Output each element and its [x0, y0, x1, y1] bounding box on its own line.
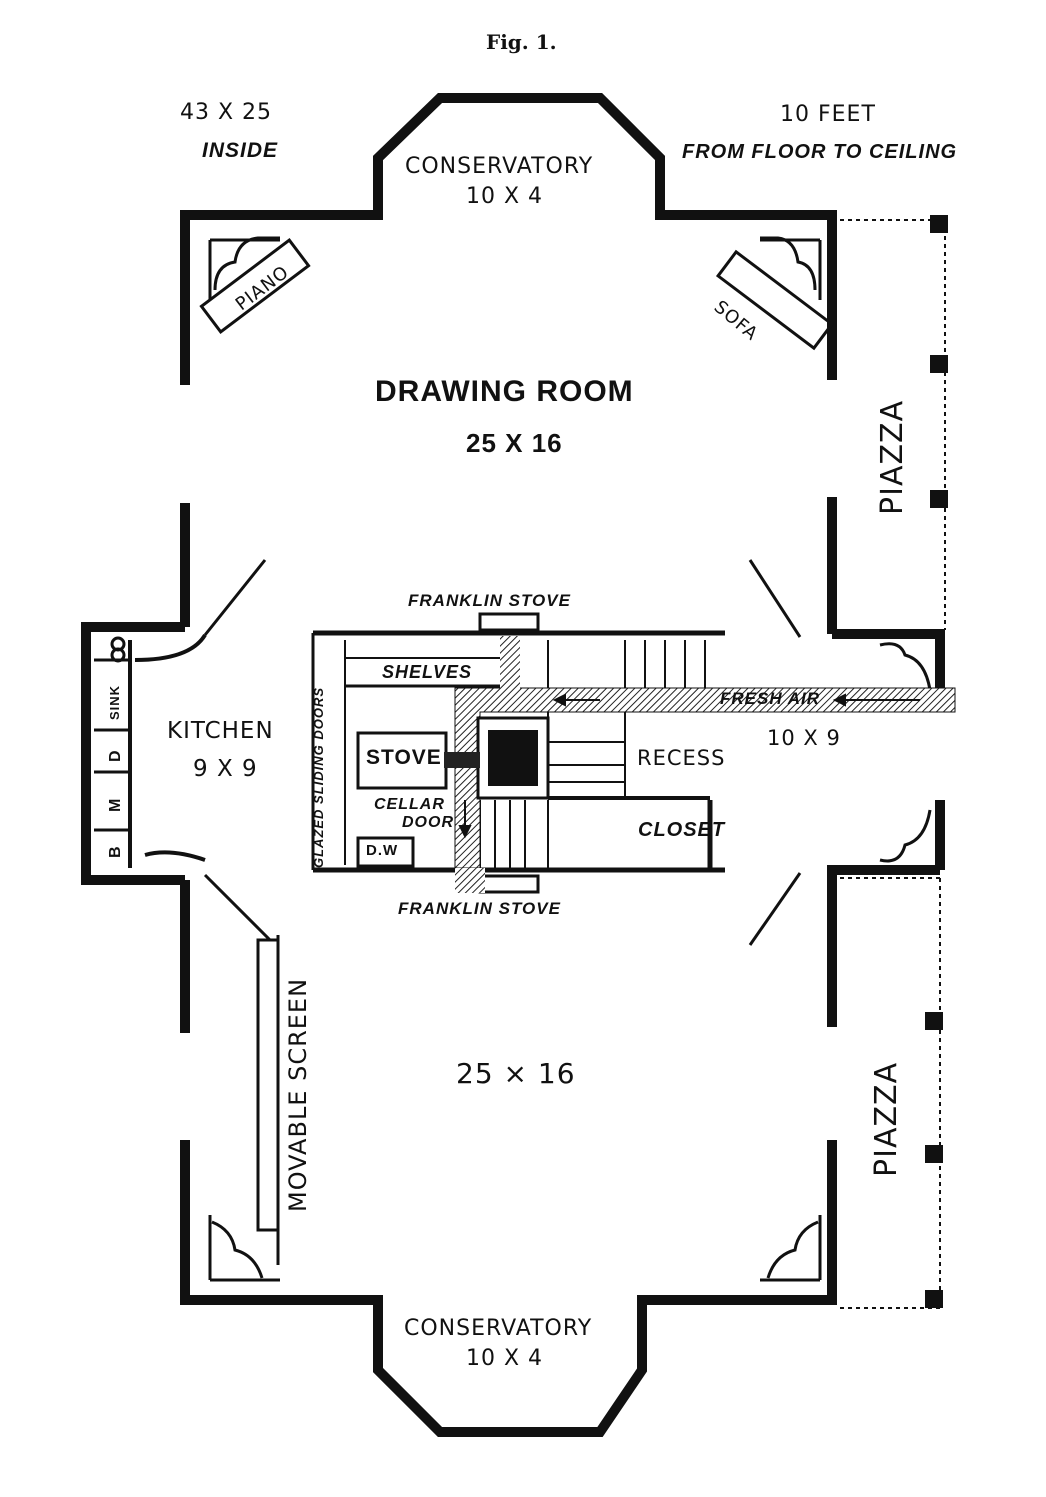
corner-fireplaces [208, 236, 932, 1282]
cellar-label: CELLAR [374, 796, 445, 813]
kitchen-size: 9 X 9 [193, 756, 258, 782]
franklin-stove-top-label: FRANKLIN STOVE [408, 591, 571, 610]
conservatory-bottom-size: 10 X 4 [466, 1346, 544, 1371]
size-note-line2: INSIDE [202, 139, 279, 162]
piano-shape [199, 238, 311, 334]
height-note-line2: FROM FLOOR TO CEILING [682, 141, 958, 163]
b-label: B [107, 845, 124, 858]
movable-screen-label: MOVABLE SCREEN [284, 977, 312, 1212]
drawing-room-name: DRAWING ROOM [375, 375, 634, 408]
kitchen-fixtures [94, 559, 277, 947]
glazed-sliding-doors-label: GLAZED SLIDING DOORS [311, 686, 326, 868]
movable-screen-shape [256, 935, 280, 1265]
lower-room-size: 25 × 16 [456, 1057, 576, 1090]
conservatory-bottom-name: CONSERVATORY [404, 1316, 593, 1341]
dw-label: D.W [366, 842, 399, 859]
shelves-label: SHELVES [382, 662, 473, 682]
fresh-air-duct [454, 636, 956, 893]
height-note-line1: 10 FEET [780, 102, 876, 127]
size-note-line1: 43 X 25 [180, 100, 273, 125]
hall-size: 10 X 9 [767, 726, 841, 750]
recess-label: RECESS [637, 746, 726, 770]
figure-caption: Fig. 1. [486, 30, 557, 54]
sink-label: SINK [107, 684, 122, 720]
stove-label: STOVE [366, 746, 442, 769]
sofa-shape [715, 249, 835, 351]
franklin-stove-bottom-label: FRANKLIN STOVE [398, 899, 561, 918]
closet-label: CLOSET [638, 819, 726, 841]
cellar-door-label: DOOR [402, 814, 454, 831]
dw-shape [356, 836, 415, 868]
fresh-air-label: FRESH AIR [720, 689, 820, 708]
conservatory-top-name: CONSERVATORY [405, 154, 594, 179]
piazza-top-label: PIAZZA [875, 399, 910, 515]
m-label: M [107, 797, 124, 812]
drawing-room-size: 25 X 16 [466, 428, 563, 458]
kitchen-name: KITCHEN [167, 718, 274, 744]
outer-walls [81, 93, 945, 1437]
conservatory-top-size: 10 X 4 [466, 184, 544, 209]
piazza-bottom-label: PIAZZA [869, 1061, 904, 1177]
d-label: D [107, 749, 124, 762]
piazza-lines [840, 219, 946, 1309]
